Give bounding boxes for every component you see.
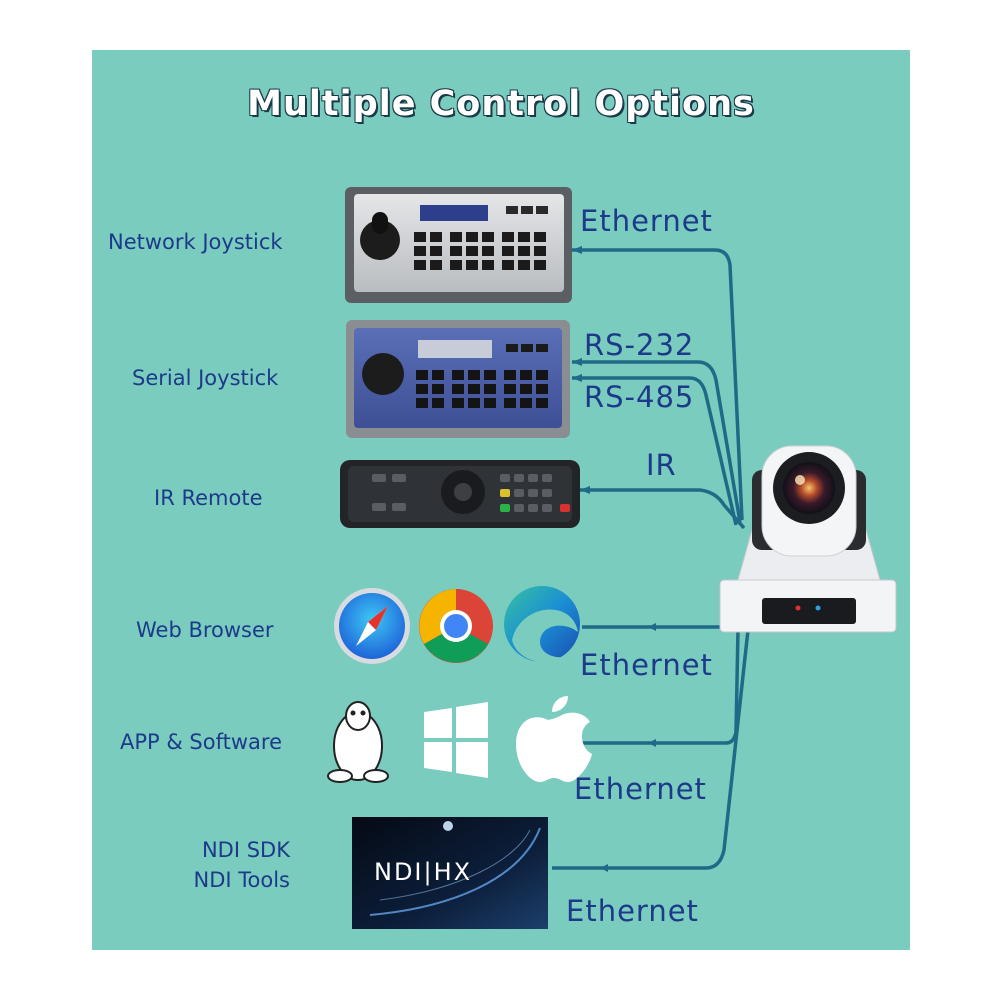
cable-rs232	[572, 360, 742, 523]
conn-browser-ethernet: Ethernet	[580, 648, 713, 682]
label-ir-remote: IR Remote	[154, 486, 263, 510]
label-network-joystick: Network Joystick	[108, 230, 283, 254]
label-ndi-tools: NDI Tools	[193, 868, 290, 892]
cable-lines	[552, 248, 750, 870]
cable-app-software	[582, 629, 740, 745]
serial-joystick-image	[346, 320, 570, 438]
label-serial-joystick: Serial Joystick	[132, 366, 279, 390]
linux-icon	[327, 701, 389, 783]
conn-network-ethernet: Ethernet	[580, 204, 713, 238]
conn-rs232: RS-232	[584, 328, 695, 362]
cable-arrows	[572, 246, 656, 872]
windows-icon	[424, 702, 488, 778]
cable-network-joystick	[572, 248, 744, 521]
ndi-hx-logo	[352, 817, 548, 929]
conn-app-ethernet: Ethernet	[574, 772, 707, 806]
conn-ndi-ethernet: Ethernet	[566, 894, 699, 928]
conn-ir: IR	[646, 448, 677, 482]
cable-rs485	[572, 376, 738, 526]
ir-remote-image	[340, 460, 580, 528]
diagram-title: Multiple Control Options	[247, 84, 755, 124]
cable-ndi	[552, 629, 750, 870]
label-ndi-sdk: NDI SDK	[201, 838, 290, 862]
ptz-camera-icon	[719, 445, 897, 633]
label-app-software: APP & Software	[120, 730, 282, 754]
conn-rs485: RS-485	[584, 380, 695, 414]
label-ndi: NDI SDK NDI Tools	[168, 835, 290, 895]
edge-icon	[504, 586, 580, 663]
cable-ir	[580, 488, 746, 530]
chrome-icon	[419, 589, 493, 663]
label-web-browser: Web Browser	[136, 618, 274, 642]
network-joystick-image	[345, 187, 572, 303]
ndi-logo-text: NDI|HX	[374, 858, 473, 886]
safari-icon	[334, 588, 410, 664]
apple-icon	[516, 696, 592, 782]
